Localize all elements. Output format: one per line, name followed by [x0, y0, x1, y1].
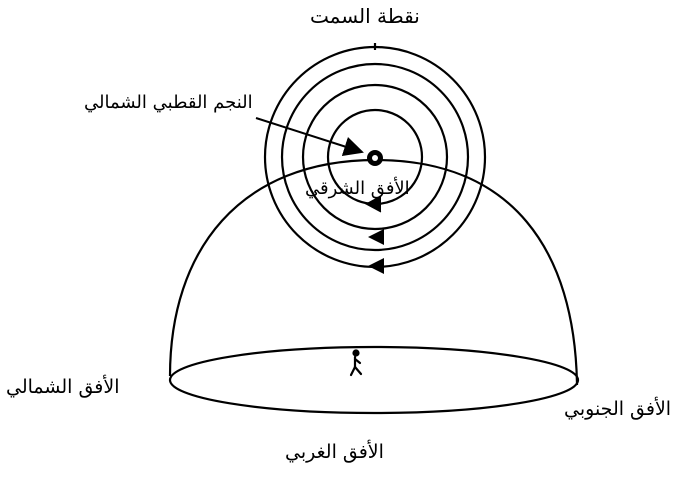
zenith-label: نقطة السمت	[310, 6, 420, 26]
trail-arrow-3	[368, 258, 384, 274]
north-star-pointer	[256, 118, 362, 152]
trail-arrow-2	[368, 229, 384, 245]
horizon-ellipse	[170, 347, 578, 413]
north-star-label: النجم القطبي الشمالي	[84, 94, 253, 112]
walking-person-icon	[351, 351, 361, 376]
west-horizon-label: الأفق الغربي	[285, 443, 384, 462]
north-star-icon	[367, 150, 383, 166]
north-horizon-label: الأفق الشمالي	[6, 378, 120, 397]
south-horizon-label: الأفق الجنوبي	[564, 400, 671, 419]
east-horizon-label: الأفق الشرقي	[305, 180, 410, 198]
